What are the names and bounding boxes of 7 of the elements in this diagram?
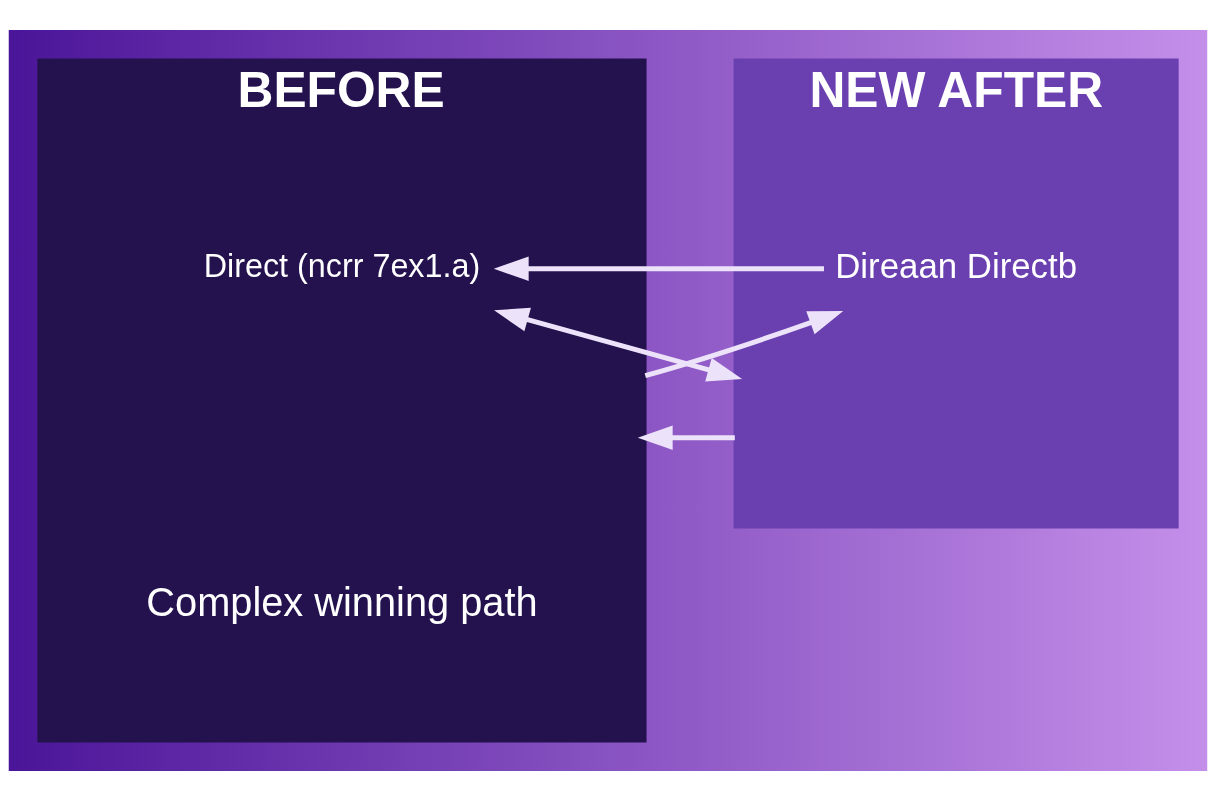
node-text: Complex winning path xyxy=(146,579,538,624)
node-text: Direaan Directb xyxy=(835,245,1077,285)
arrow xyxy=(637,425,735,450)
node-text: Direct (ncrr 7ex1.a) xyxy=(203,247,481,284)
arrow xyxy=(644,310,844,378)
arrow xyxy=(494,307,743,381)
arrow xyxy=(493,256,824,281)
